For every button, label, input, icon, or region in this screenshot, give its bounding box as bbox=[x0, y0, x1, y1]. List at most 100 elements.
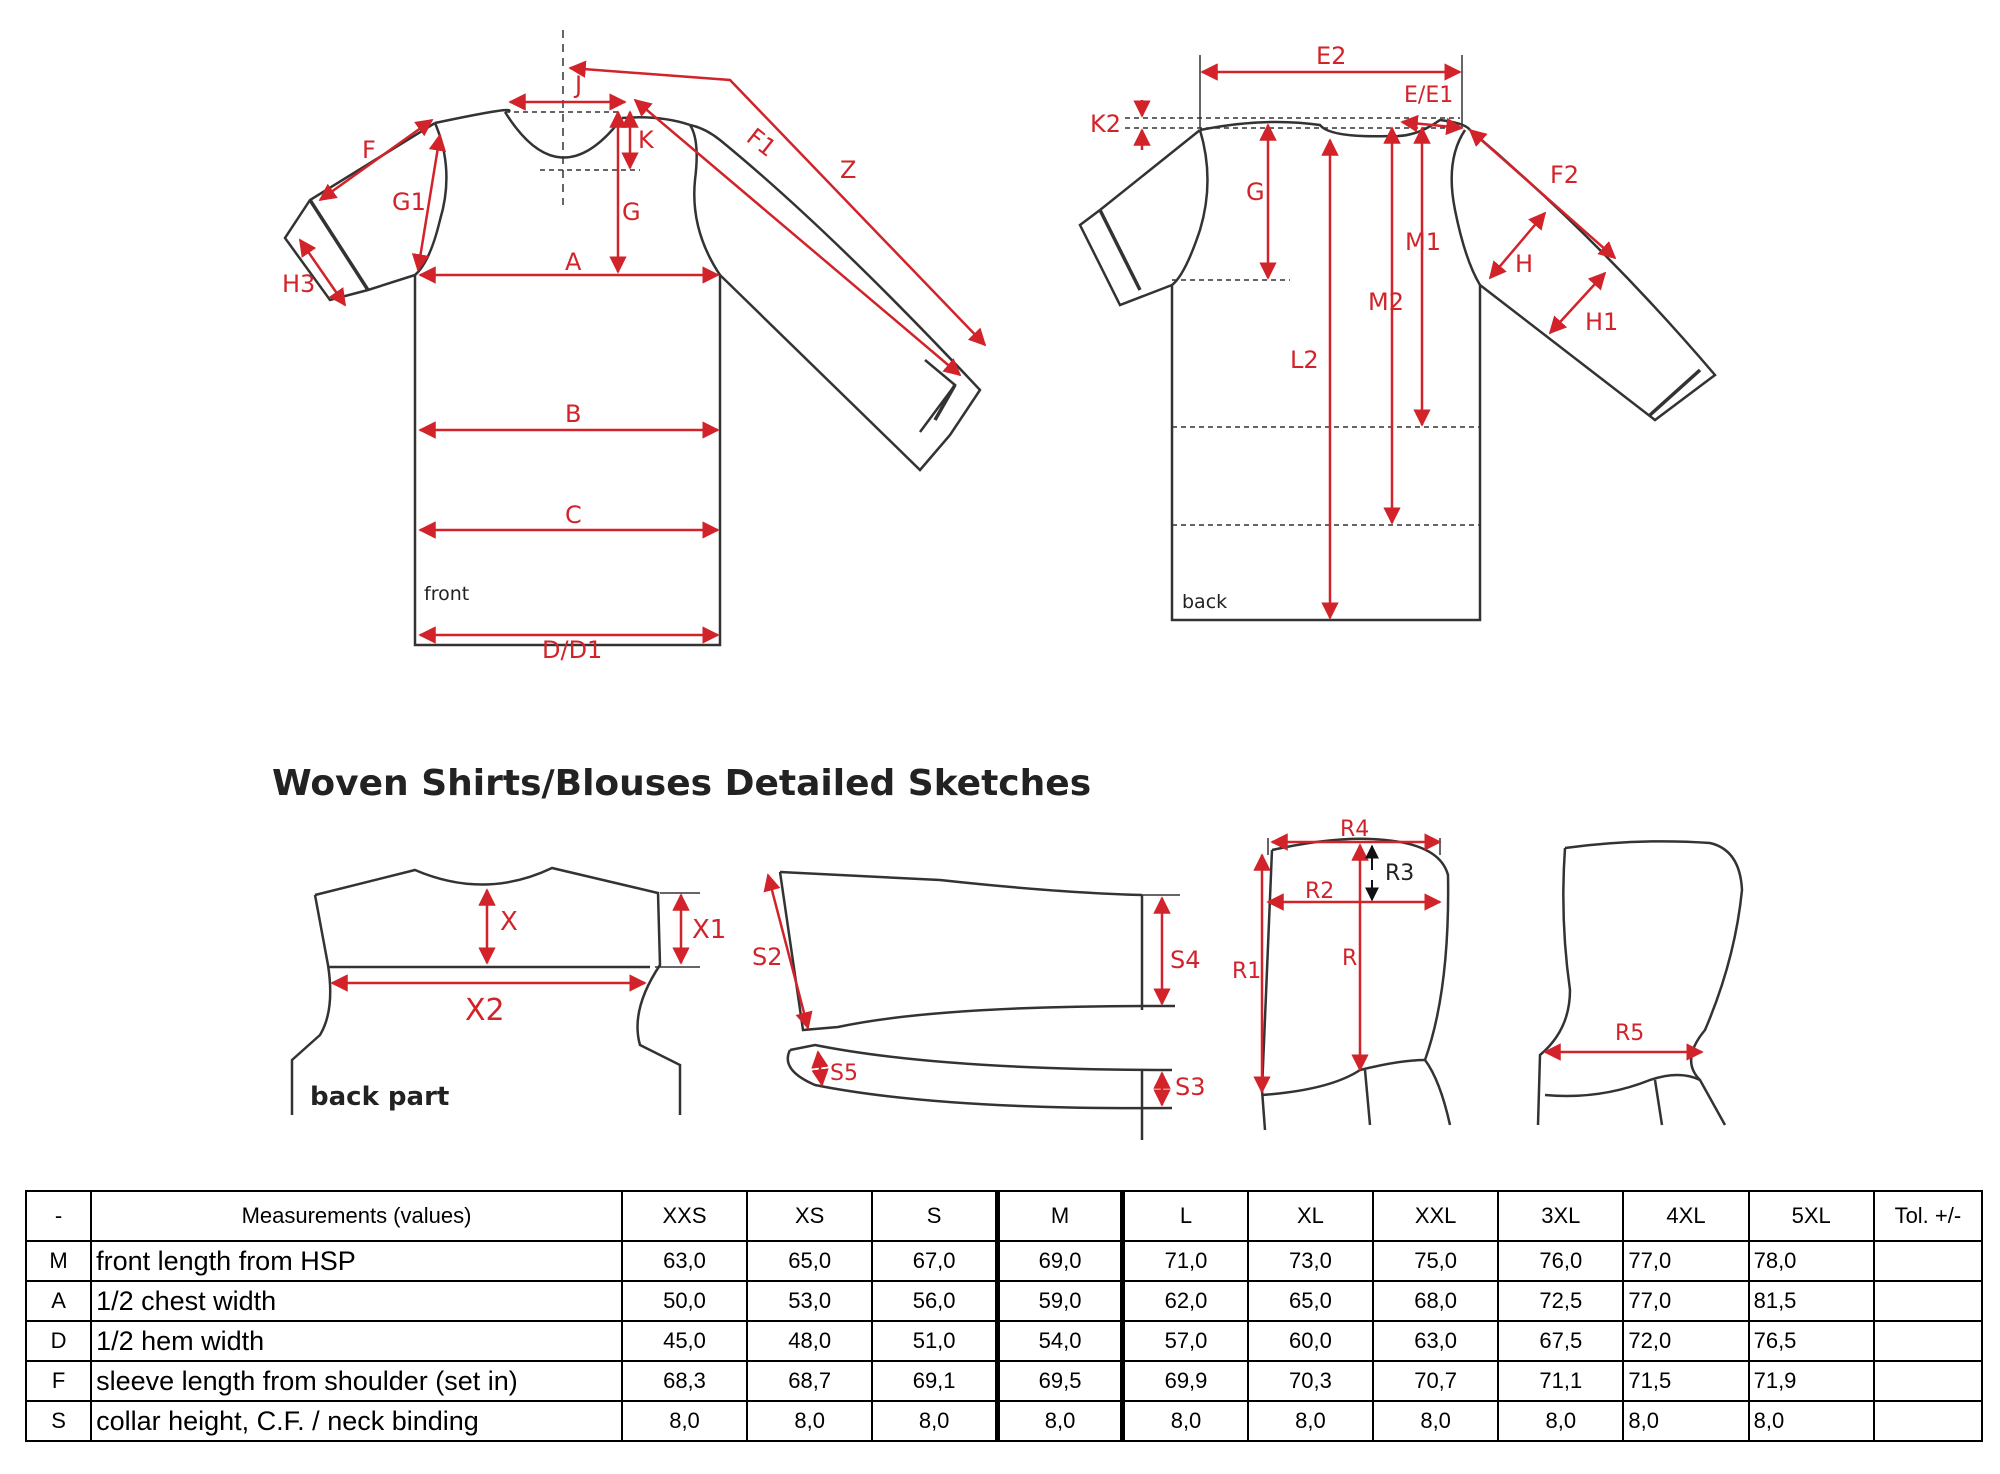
row-value: 68,0 bbox=[1372, 1280, 1500, 1322]
row-description: collar height, C.F. / neck binding bbox=[90, 1400, 623, 1442]
row-value: 69,9 bbox=[1120, 1360, 1249, 1402]
label-k: K bbox=[638, 126, 655, 154]
row-value: 67,5 bbox=[1497, 1320, 1625, 1362]
label-e-e1: E/E1 bbox=[1404, 83, 1453, 108]
detail-hood bbox=[1536, 840, 1744, 1126]
detail-collar-labels: R4 R3 R2 R1 R bbox=[1232, 817, 1414, 984]
row-value bbox=[1872, 1280, 1984, 1322]
row-value: 8,0 bbox=[1497, 1400, 1625, 1442]
row-value: 69,0 bbox=[994, 1240, 1124, 1282]
label-r1: R1 bbox=[1232, 959, 1261, 984]
size-chart-table: - Measurements (values) XXS XS S M L XL … bbox=[24, 1190, 1984, 1442]
label-e2: E2 bbox=[1316, 42, 1346, 70]
row-value bbox=[1872, 1360, 1984, 1402]
header-size: XXS bbox=[620, 1190, 749, 1242]
label-f: F bbox=[362, 136, 376, 164]
label-l2: L2 bbox=[1290, 346, 1319, 374]
row-description: 1/2 hem width bbox=[90, 1320, 623, 1362]
row-value bbox=[1872, 1240, 1984, 1282]
row-value: 53,0 bbox=[746, 1280, 874, 1322]
row-value: 70,7 bbox=[1372, 1360, 1500, 1402]
label-x: X bbox=[500, 907, 518, 937]
row-description: 1/2 chest width bbox=[90, 1280, 623, 1322]
row-value: 72,0 bbox=[1622, 1320, 1750, 1362]
row-value: 70,3 bbox=[1246, 1360, 1375, 1402]
label-d-d1: D/D1 bbox=[542, 636, 602, 664]
row-code: S bbox=[24, 1400, 93, 1442]
back-labels: E2 E/E1 K2 G M1 F2 H M2 H1 L2 back bbox=[1090, 42, 1618, 613]
back-caption: back bbox=[1182, 591, 1227, 613]
label-g1: G1 bbox=[392, 188, 426, 216]
label-h1: H1 bbox=[1585, 308, 1618, 336]
row-value bbox=[1872, 1400, 1984, 1442]
label-s2: S2 bbox=[752, 943, 783, 971]
row-code: F bbox=[24, 1360, 93, 1402]
detail-collar-measurements bbox=[1253, 833, 1442, 1094]
row-value: 50,0 bbox=[620, 1280, 749, 1322]
row-value: 76,5 bbox=[1747, 1320, 1875, 1362]
label-s5: S5 bbox=[830, 1061, 858, 1086]
row-value: 78,0 bbox=[1747, 1240, 1875, 1282]
row-value: 56,0 bbox=[871, 1280, 999, 1322]
label-s4: S4 bbox=[1170, 946, 1201, 974]
label-r2: R2 bbox=[1305, 879, 1334, 904]
row-description: front length from HSP bbox=[90, 1240, 623, 1282]
row-value: 57,0 bbox=[1120, 1320, 1249, 1362]
row-value: 63,0 bbox=[620, 1240, 749, 1282]
table-header-row: - Measurements (values) XXS XS S M L XL … bbox=[24, 1190, 1984, 1242]
label-g-back: G bbox=[1246, 178, 1265, 206]
row-value: 71,1 bbox=[1497, 1360, 1625, 1402]
row-value: 67,0 bbox=[871, 1240, 999, 1282]
row-value bbox=[1872, 1320, 1984, 1362]
header-size: L bbox=[1120, 1190, 1249, 1242]
label-h3: H3 bbox=[282, 270, 315, 298]
row-value: 68,7 bbox=[746, 1360, 874, 1402]
row-value: 81,5 bbox=[1747, 1280, 1875, 1322]
row-value: 8,0 bbox=[871, 1400, 999, 1442]
row-value: 45,0 bbox=[620, 1320, 749, 1362]
row-value: 77,0 bbox=[1622, 1240, 1750, 1282]
back-shirt-outline bbox=[1078, 117, 1717, 622]
front-shirt-outline bbox=[283, 30, 982, 647]
label-k2: K2 bbox=[1090, 110, 1121, 138]
label-h: H bbox=[1515, 250, 1533, 278]
detail-back-measurements bbox=[330, 888, 690, 992]
header-size: S bbox=[871, 1190, 999, 1242]
label-b: B bbox=[565, 400, 581, 428]
header-size: 4XL bbox=[1622, 1190, 1750, 1242]
detail-back-caption: back part bbox=[310, 1082, 449, 1112]
label-m1: M1 bbox=[1405, 228, 1441, 256]
front-labels: J K F1 Z F G1 G H3 A B C D/D1 front bbox=[282, 71, 856, 664]
row-value: 8,0 bbox=[1120, 1400, 1249, 1442]
row-value: 69,1 bbox=[871, 1360, 999, 1402]
row-value: 62,0 bbox=[1120, 1280, 1249, 1322]
row-value: 63,0 bbox=[1372, 1320, 1500, 1362]
label-r5: R5 bbox=[1615, 1021, 1644, 1046]
row-value: 68,3 bbox=[620, 1360, 749, 1402]
row-code: A bbox=[24, 1280, 93, 1322]
label-g: G bbox=[622, 198, 641, 226]
row-value: 8,0 bbox=[620, 1400, 749, 1442]
front-caption: front bbox=[424, 583, 469, 605]
header-code: - bbox=[24, 1190, 93, 1242]
row-value: 71,9 bbox=[1747, 1360, 1875, 1402]
row-value: 8,0 bbox=[1747, 1400, 1875, 1442]
row-value: 8,0 bbox=[1372, 1400, 1500, 1442]
label-x1: X1 bbox=[692, 915, 726, 945]
label-a: A bbox=[565, 248, 582, 276]
label-r3: R3 bbox=[1385, 861, 1414, 886]
section-title: Woven Shirts/Blouses Detailed Sketches bbox=[272, 763, 1091, 804]
front-measurements bbox=[298, 60, 987, 644]
row-value: 76,0 bbox=[1497, 1240, 1625, 1282]
header-tolerance: Tol. +/- bbox=[1872, 1190, 1984, 1242]
row-value: 54,0 bbox=[994, 1320, 1124, 1362]
row-value: 59,0 bbox=[994, 1280, 1124, 1322]
header-size: 5XL bbox=[1747, 1190, 1875, 1242]
row-value: 8,0 bbox=[994, 1400, 1124, 1442]
header-size: XL bbox=[1246, 1190, 1375, 1242]
